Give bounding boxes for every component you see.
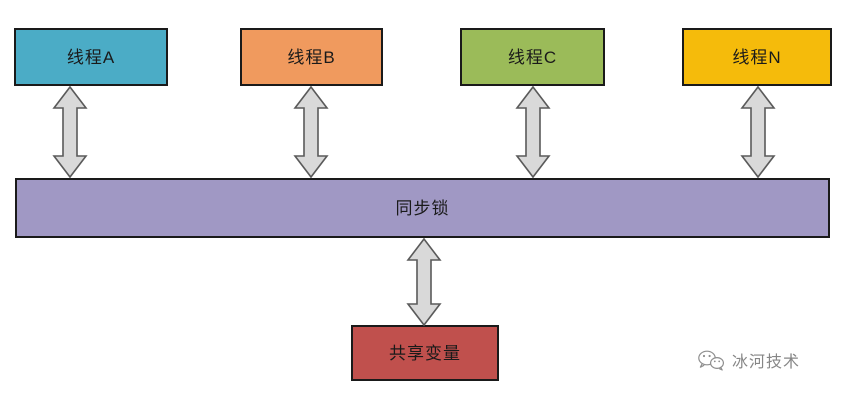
thread-box-a-label: 线程A <box>66 47 116 67</box>
arrow-thread-n-to-lock <box>740 85 776 179</box>
arrow-thread-a-to-lock <box>52 85 88 179</box>
wechat-icon <box>697 348 725 372</box>
thread-box-a: 线程A <box>14 28 168 86</box>
sync-lock-bar: 同步锁 <box>15 178 830 238</box>
sync-lock-label: 同步锁 <box>395 198 450 218</box>
shared-variable-box: 共享变量 <box>351 325 499 381</box>
arrow-thread-b-to-lock <box>293 85 329 179</box>
thread-box-c-label: 线程C <box>507 47 558 67</box>
watermark: 冰河技术 <box>697 348 800 372</box>
thread-box-c: 线程C <box>460 28 605 86</box>
thread-box-b: 线程B <box>240 28 383 86</box>
shared-variable-label: 共享变量 <box>389 343 461 363</box>
arrow-lock-to-shared-variable <box>406 237 442 327</box>
thread-box-n-label: 线程N <box>732 47 782 67</box>
thread-box-n: 线程N <box>682 28 832 86</box>
watermark-label: 冰河技术 <box>732 354 801 371</box>
thread-box-b-label: 线程B <box>287 47 336 67</box>
arrow-thread-c-to-lock <box>515 85 551 179</box>
